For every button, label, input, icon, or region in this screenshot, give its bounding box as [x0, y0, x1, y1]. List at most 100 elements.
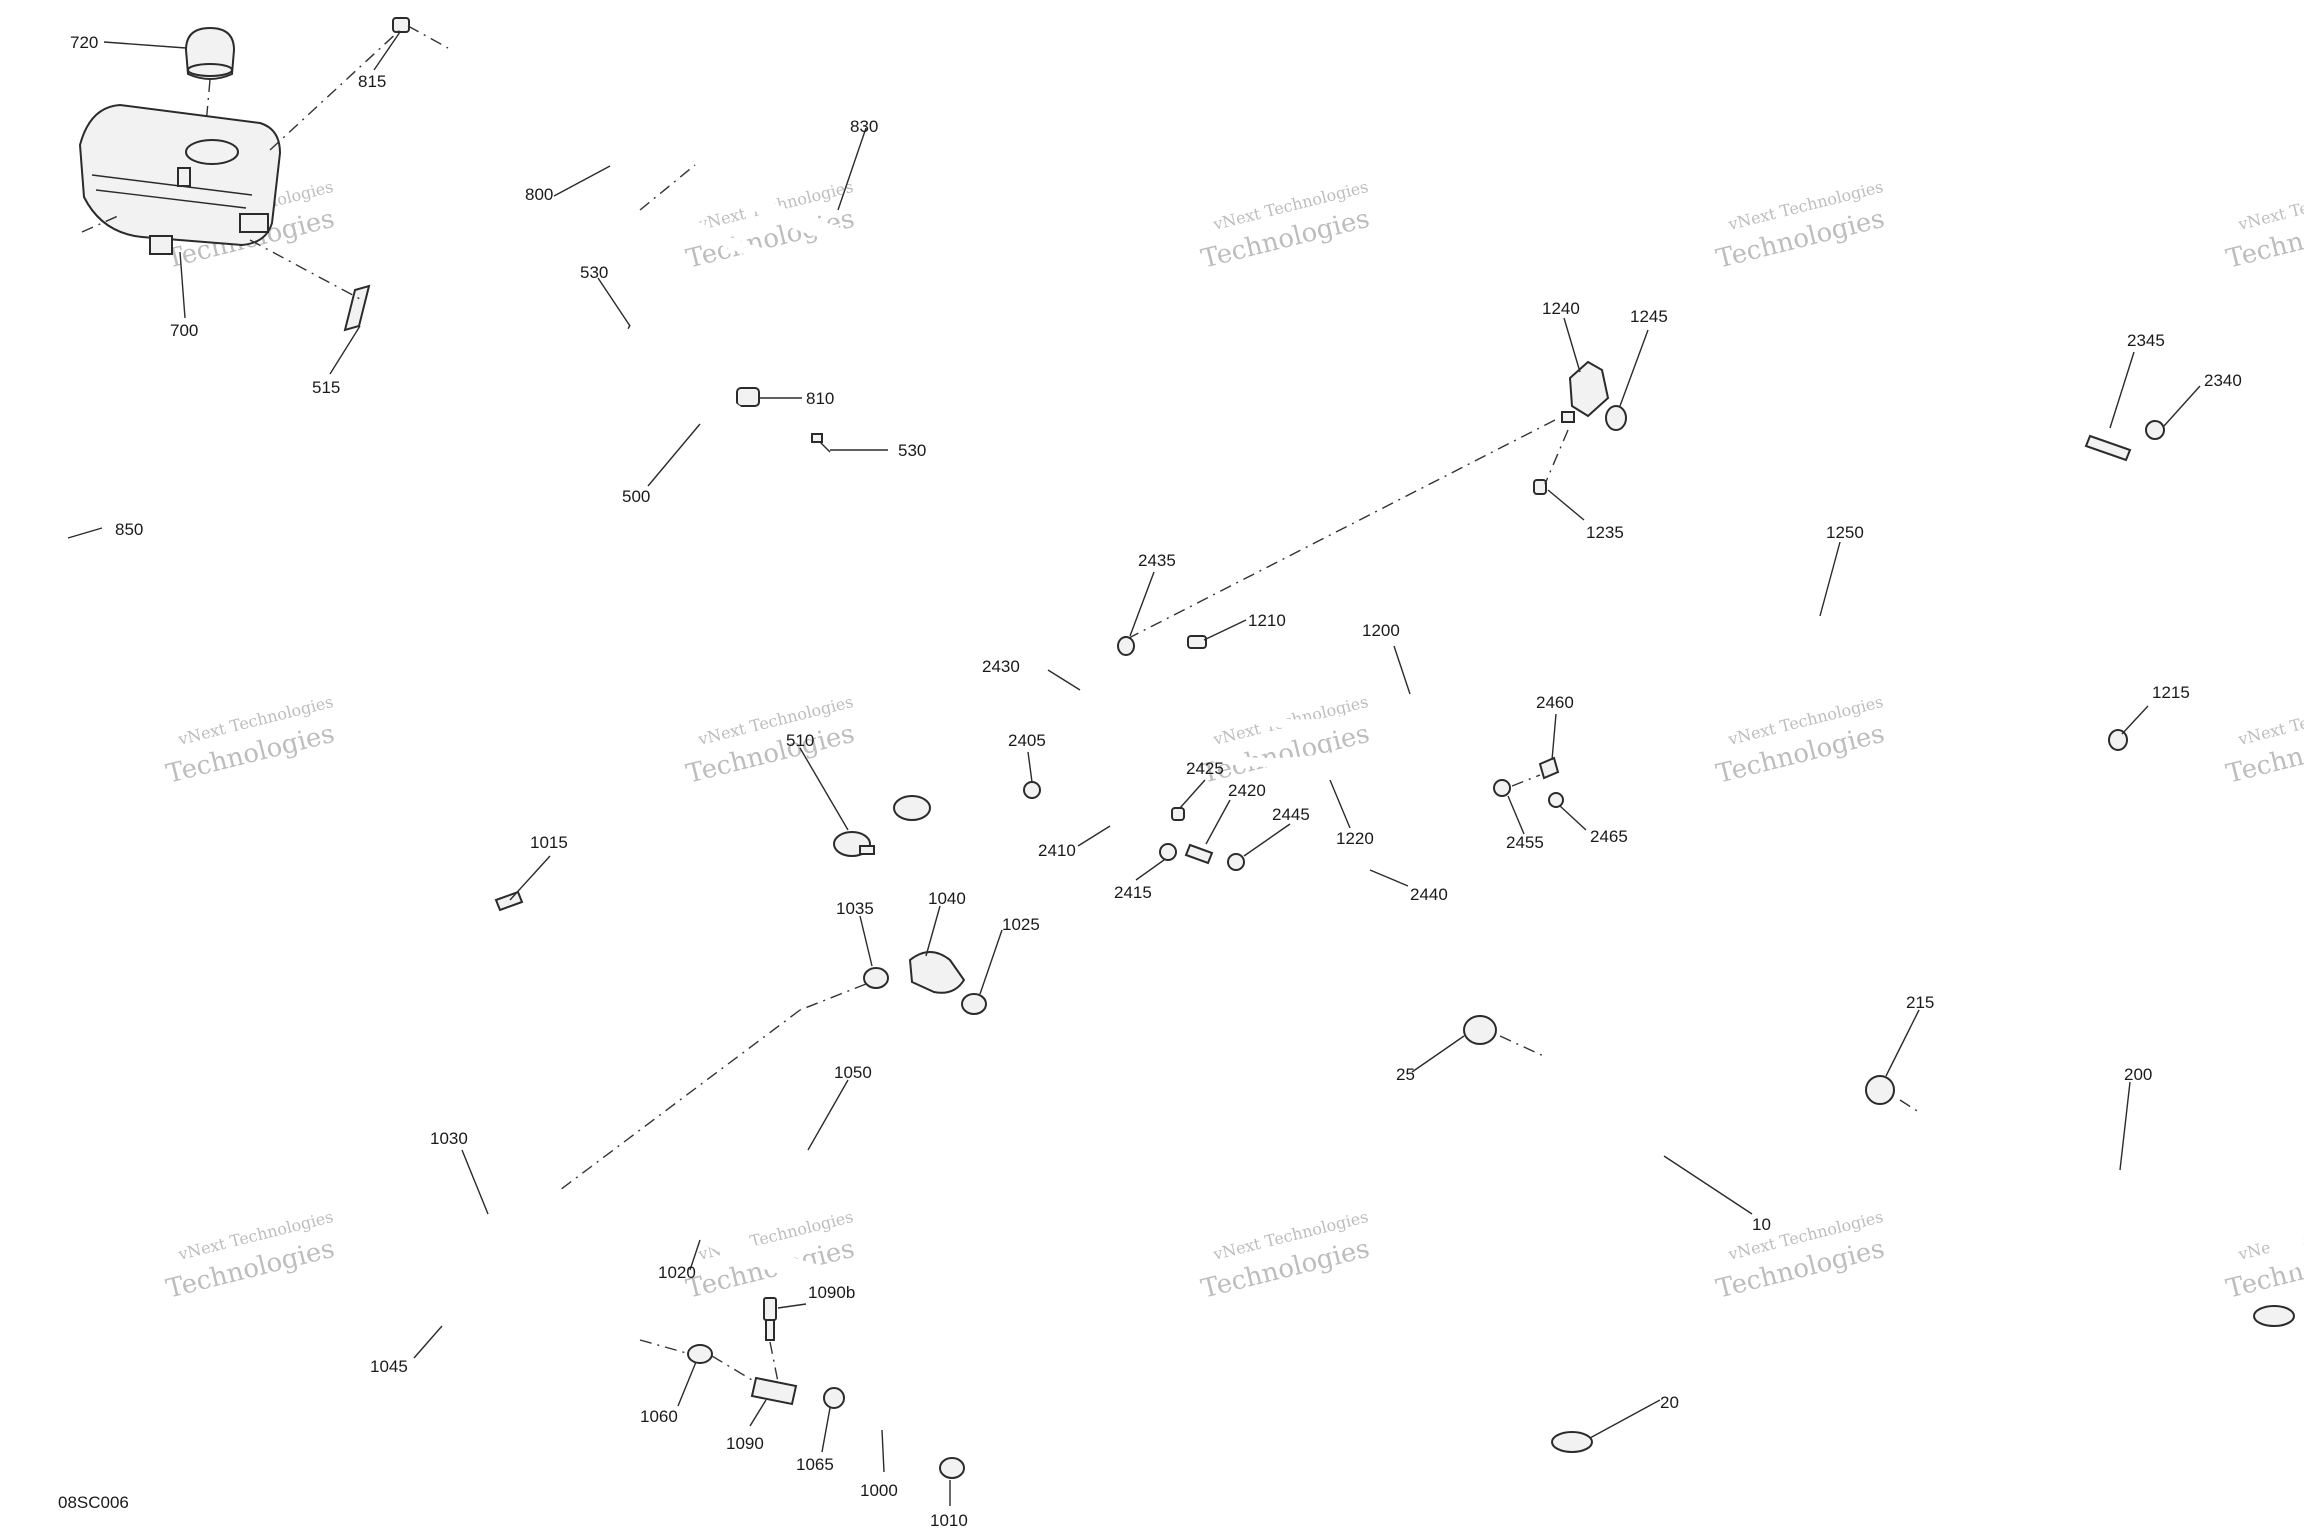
leader-lines	[67, 31, 2201, 1506]
hose-1200[interactable]	[1205, 495, 1541, 729]
hose-clamp-215[interactable]	[1865, 1075, 1895, 1105]
callout-1020: 1020	[658, 1263, 696, 1282]
hose-1050[interactable]	[525, 922, 1082, 1162]
hose-1250[interactable]	[1636, 420, 2092, 796]
callout-1065: 1065	[796, 1455, 834, 1474]
tee-fitting-1090[interactable]	[750, 1376, 798, 1406]
tube-200[interactable]	[1917, 1107, 2304, 1271]
hose-clamp-20[interactable]	[1551, 1431, 1593, 1453]
callout-2440: 2440	[1410, 885, 1448, 904]
callout-720: 720	[70, 33, 98, 52]
y-tube-10[interactable]	[1542, 1052, 1836, 1424]
callout-2415: 2415	[1114, 883, 1152, 902]
hose-clamp-200-end[interactable]	[2253, 1305, 2295, 1327]
watermark: vNext Technologies Technologies	[2223, 692, 2304, 790]
lower-hose-group	[392, 890, 1082, 1479]
hose-clamp-810[interactable]	[736, 387, 760, 407]
callout-1035: 1035	[836, 899, 874, 918]
clamp-1235[interactable]	[1533, 479, 1547, 495]
callout-510: 510	[786, 731, 814, 750]
bracket-515[interactable]	[343, 284, 371, 332]
hose-clamp-1060[interactable]	[687, 1344, 713, 1364]
watermark: vNext Technologies Technologies	[1198, 177, 1372, 275]
watermark: vNext Technologies Technologies	[163, 692, 337, 790]
hose-2440[interactable]	[1248, 818, 1476, 890]
hose-clamp-1010[interactable]	[939, 1457, 965, 1479]
hose-clamp-815[interactable]	[392, 17, 410, 33]
hose-clamp-1215[interactable]	[2108, 729, 2128, 751]
svg-text:vNext Technologies: vNext Technologies	[2235, 177, 2304, 234]
hose-1220[interactable]	[1211, 587, 1501, 767]
reservoir-cap[interactable]	[184, 26, 236, 80]
hose-800[interactable]	[444, 49, 790, 431]
sensor-1090b[interactable]	[763, 1297, 777, 1341]
nut-2340[interactable]	[2145, 420, 2165, 440]
fitting-1040[interactable]	[908, 951, 966, 994]
diagram-code: 08SC006	[58, 1493, 129, 1512]
tee-fitting-2420[interactable]	[1184, 843, 1214, 865]
callout-1240: 1240	[1542, 299, 1580, 318]
sensor-2460[interactable]	[1538, 756, 1560, 780]
watermark: vNext Technologies Technologies	[1713, 1207, 1887, 1305]
watermark: vNext Technologies Technologies	[1713, 692, 1887, 790]
callout-2340: 2340	[2204, 371, 2242, 390]
nut-2465[interactable]	[1548, 792, 1564, 808]
callout-1040: 1040	[928, 889, 966, 908]
callout-1000: 1000	[860, 1481, 898, 1500]
hose-clamp-1025[interactable]	[961, 993, 987, 1015]
fitting-1210[interactable]	[1187, 635, 1207, 649]
callout-1220: 1220	[1336, 829, 1374, 848]
callout-20: 20	[1660, 1393, 1679, 1412]
callout-labels: 720 815 830 800 530 700 515 810 530 500 …	[58, 33, 2242, 1530]
clamp-2425[interactable]	[1171, 807, 1185, 821]
hose-clamp-1245[interactable]	[1605, 405, 1627, 431]
callout-2455: 2455	[1506, 833, 1544, 852]
fitting-1015[interactable]	[494, 890, 524, 912]
hose-830[interactable]	[532, 24, 874, 350]
callout-2445: 2445	[1272, 805, 1310, 824]
callout-2420: 2420	[1228, 781, 1266, 800]
bolt-530-lower[interactable]	[811, 433, 831, 453]
callout-815: 815	[358, 72, 386, 91]
hose-1020[interactable]	[535, 1070, 1025, 1302]
hose-2410[interactable]	[1062, 794, 1160, 852]
hose-1045[interactable]	[392, 1258, 564, 1384]
hose-clamp-1065[interactable]	[823, 1387, 845, 1409]
hose-clamp-2435[interactable]	[1117, 636, 1135, 656]
heater-line-group	[1023, 360, 2165, 890]
fitting-2345[interactable]	[2084, 434, 2132, 462]
callout-1010: 1010	[930, 1511, 968, 1530]
hose-clamp-2405[interactable]	[1023, 781, 1041, 799]
hose-1030[interactable]	[468, 1190, 640, 1410]
callout-800: 800	[525, 185, 553, 204]
callout-830: 830	[850, 117, 878, 136]
callout-1030: 1030	[430, 1129, 468, 1148]
hose-clamp-2455[interactable]	[1493, 779, 1511, 797]
hose-clamp-1035[interactable]	[863, 967, 889, 989]
watermark: vNext Technologies Technologies	[163, 1207, 337, 1305]
hose-clamp-510[interactable]	[833, 831, 875, 857]
fitting-1240[interactable]	[1561, 360, 1610, 423]
callout-2430: 2430	[982, 657, 1020, 676]
callout-1250: 1250	[1826, 523, 1864, 542]
callout-2425: 2425	[1186, 759, 1224, 778]
callout-1025: 1025	[1002, 915, 1040, 934]
callout-2460: 2460	[1536, 693, 1574, 712]
callout-530a: 530	[580, 263, 608, 282]
callout-1090: 1090	[726, 1434, 764, 1453]
callout-10: 10	[1752, 1215, 1771, 1234]
hose-clamp-25[interactable]	[1463, 1015, 1497, 1045]
main-hose-500[interactable]	[386, 314, 981, 894]
hose-2430[interactable]	[1064, 660, 1174, 858]
overflow-hose-850[interactable]	[34, 228, 84, 616]
coolant-reservoir[interactable]	[78, 103, 282, 255]
hose-1000[interactable]	[857, 1399, 933, 1467]
hose-clamp-2415[interactable]	[1159, 843, 1177, 861]
hose-clamp-2445[interactable]	[1227, 853, 1245, 871]
callout-530b: 530	[898, 441, 926, 460]
svg-text:vNext Technologies: vNext Technologies	[2235, 692, 2304, 749]
callout-2345: 2345	[2127, 331, 2165, 350]
watermark: vNext Technologies Technologies	[1713, 177, 1887, 275]
watermark: vNext Technologies Technologies	[1198, 1207, 1372, 1305]
